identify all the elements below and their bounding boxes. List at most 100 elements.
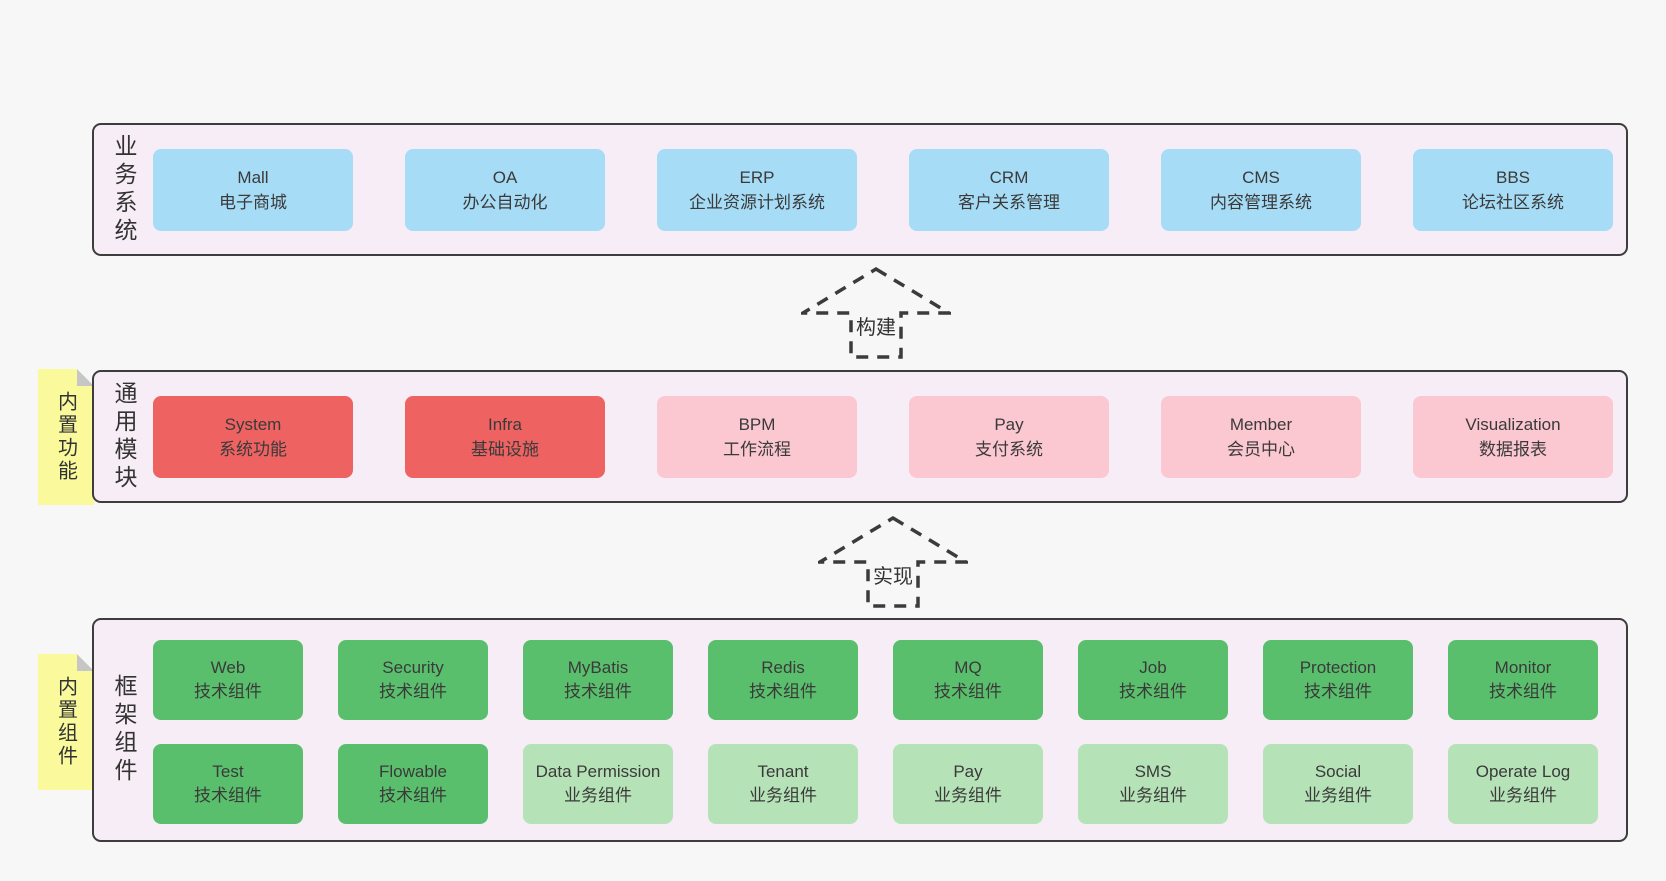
box-mq: MQ 技术组件 (893, 640, 1043, 720)
box-oa: OA 办公自动化 (405, 149, 605, 231)
box-title: Pay (953, 761, 983, 781)
up-arrow-dashed-icon (818, 515, 968, 608)
box-title: Visualization (1465, 414, 1561, 434)
arrow-build-label: 构建 (853, 311, 899, 340)
box-subtitle: 技术组件 (934, 682, 1002, 701)
box-subtitle: 技术组件 (1304, 682, 1372, 701)
box-title: ERP (739, 167, 775, 187)
box-security: Security 技术组件 (338, 640, 488, 720)
sticky-built-in-components: 内置组件 (38, 654, 94, 790)
box-title: MQ (954, 657, 982, 677)
sticky-text: 内置组件 (54, 676, 77, 768)
box-pay: Pay 支付系统 (909, 396, 1109, 478)
box-title: Data Permission (535, 761, 661, 781)
box-subtitle: 业务组件 (1119, 786, 1187, 805)
box-subtitle: 基础设施 (471, 440, 539, 459)
box-subtitle: 技术组件 (564, 682, 632, 701)
box-infra: Infra 基础设施 (405, 396, 605, 478)
box-subtitle: 系统功能 (219, 440, 287, 459)
modules-box-row: System 系统功能 Infra 基础设施 BPM 工作流程 Pay 支付系统… (153, 396, 1613, 478)
box-flowable: Flowable 技术组件 (338, 744, 488, 824)
layer-modules-label: 通用模块 (111, 380, 137, 493)
box-title: Protection (1299, 657, 1377, 677)
box-data-permission: Data Permission 业务组件 (523, 744, 673, 824)
up-arrow-dashed-icon (801, 266, 951, 359)
layer-business-label: 业务系统 (111, 133, 137, 246)
box-title: MyBatis (567, 657, 629, 677)
box-subtitle: 办公自动化 (462, 193, 548, 212)
box-title: Tenant (757, 761, 809, 781)
box-subtitle: 论坛社区系统 (1462, 193, 1564, 212)
box-title: Security (382, 657, 444, 677)
box-crm: CRM 客户关系管理 (909, 149, 1109, 231)
box-subtitle: 企业资源计划系统 (689, 193, 825, 212)
layer-framework-components: 框架组件 Web 技术组件 Security 技术组件 MyBatis 技术组件… (92, 618, 1628, 842)
arrow-implement-label: 实现 (870, 560, 916, 589)
box-subtitle: 业务组件 (1489, 786, 1557, 805)
box-subtitle: 技术组件 (379, 682, 447, 701)
business-box-row: Mall 电子商城 OA 办公自动化 ERP 企业资源计划系统 CRM 客户关系… (153, 149, 1613, 231)
box-system: System 系统功能 (153, 396, 353, 478)
sticky-text: 内置功能 (54, 391, 77, 483)
box-mall: Mall 电子商城 (153, 149, 353, 231)
box-subtitle: 电子商城 (219, 193, 287, 212)
box-title: CMS (1242, 167, 1280, 187)
arrow-build: 构建 (801, 266, 951, 360)
box-title: Job (1139, 657, 1167, 677)
box-subtitle: 技术组件 (1119, 682, 1187, 701)
box-subtitle: 数据报表 (1479, 440, 1547, 459)
box-subtitle: 业务组件 (1304, 786, 1372, 805)
box-tenant: Tenant 业务组件 (708, 744, 858, 824)
box-bbs: BBS 论坛社区系统 (1413, 149, 1613, 231)
box-title: BPM (738, 414, 776, 434)
box-title: SMS (1134, 761, 1172, 781)
layer-common-modules: 通用模块 System 系统功能 Infra 基础设施 BPM 工作流程 Pay… (92, 370, 1628, 503)
box-title: Redis (761, 657, 805, 677)
box-title: System (224, 414, 282, 434)
box-member: Member 会员中心 (1161, 396, 1361, 478)
box-title: CRM (989, 167, 1029, 187)
box-title: OA (492, 167, 518, 187)
sticky-built-in-features: 内置功能 (38, 369, 94, 505)
box-operate-log: Operate Log 业务组件 (1448, 744, 1598, 824)
box-subtitle: 内容管理系统 (1210, 193, 1312, 212)
box-title: Test (212, 761, 244, 781)
box-visualization: Visualization 数据报表 (1413, 396, 1613, 478)
box-subtitle: 客户关系管理 (958, 193, 1060, 212)
box-subtitle: 技术组件 (194, 786, 262, 805)
box-social: Social 业务组件 (1263, 744, 1413, 824)
box-sms: SMS 业务组件 (1078, 744, 1228, 824)
box-subtitle: 支付系统 (975, 440, 1043, 459)
box-mybatis: MyBatis 技术组件 (523, 640, 673, 720)
box-redis: Redis 技术组件 (708, 640, 858, 720)
box-subtitle: 技术组件 (379, 786, 447, 805)
box-subtitle: 工作流程 (723, 440, 791, 459)
box-title: Monitor (1494, 657, 1552, 677)
box-subtitle: 业务组件 (749, 786, 817, 805)
box-web: Web 技术组件 (153, 640, 303, 720)
box-title: Social (1314, 761, 1362, 781)
layer-business-systems: 业务系统 Mall 电子商城 OA 办公自动化 ERP 企业资源计划系统 CRM… (92, 123, 1628, 256)
arrow-implement: 实现 (818, 515, 968, 609)
box-monitor: Monitor 技术组件 (1448, 640, 1598, 720)
components-box-row-2: Test 技术组件 Flowable 技术组件 Data Permission … (153, 744, 1598, 824)
box-erp: ERP 企业资源计划系统 (657, 149, 857, 231)
box-pay-biz: Pay 业务组件 (893, 744, 1043, 824)
box-job: Job 技术组件 (1078, 640, 1228, 720)
box-test: Test 技术组件 (153, 744, 303, 824)
box-subtitle: 业务组件 (934, 786, 1002, 805)
box-title: Member (1229, 414, 1293, 434)
layer-components-label: 框架组件 (111, 674, 137, 786)
box-title: Flowable (378, 761, 448, 781)
box-subtitle: 业务组件 (564, 786, 632, 805)
box-bpm: BPM 工作流程 (657, 396, 857, 478)
box-subtitle: 技术组件 (1489, 682, 1557, 701)
box-title: Pay (994, 414, 1024, 434)
box-cms: CMS 内容管理系统 (1161, 149, 1361, 231)
box-title: BBS (1495, 167, 1531, 187)
box-subtitle: 技术组件 (194, 682, 262, 701)
components-box-row-1: Web 技术组件 Security 技术组件 MyBatis 技术组件 Redi… (153, 640, 1598, 720)
box-title: Web (210, 657, 246, 677)
box-subtitle: 会员中心 (1227, 440, 1295, 459)
box-title: Mall (237, 167, 269, 187)
